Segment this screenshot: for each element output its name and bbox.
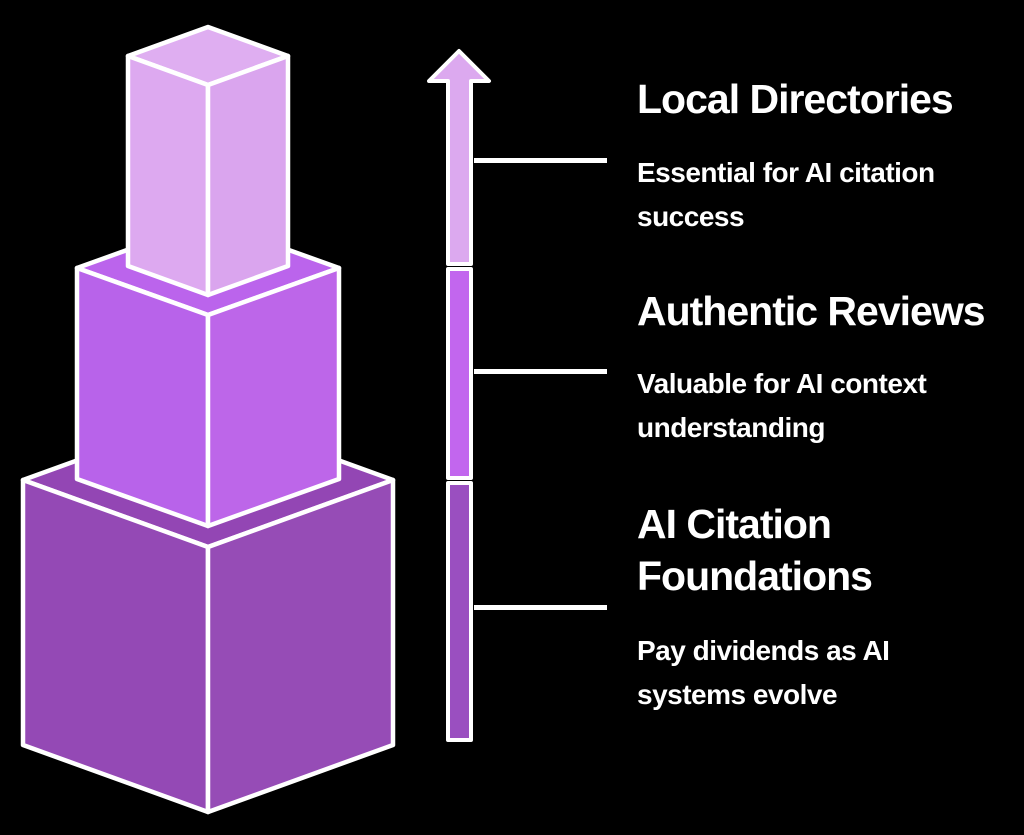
section-title-local-directories: Local Directories [637, 76, 954, 122]
tick-line-ai-citation-foundations [474, 605, 607, 610]
cube-top [125, 24, 291, 298]
tick-line-authentic-reviews [474, 369, 607, 374]
cube-top-right-face [205, 53, 291, 298]
cube-middle-left-face [74, 265, 211, 529]
tick-line-local-directories [474, 158, 607, 163]
cube-middle-right-face [205, 265, 342, 529]
arrow-middle-segment [446, 267, 473, 480]
cube-top-left-face [125, 53, 211, 298]
section-description-authentic-reviews: Valuable for AI context understanding [637, 368, 927, 443]
section-title-ai-citation-foundations: AI Citation Foundations [637, 501, 873, 599]
cube-bottom-right-face [205, 477, 396, 815]
growth-arrow [427, 49, 491, 742]
arrow-head-and-top-segment [427, 49, 491, 266]
section-title-authentic-reviews: Authentic Reviews [637, 288, 986, 334]
section-description-ai-citation-foundations: Pay dividends as AI systems evolve [637, 635, 890, 710]
arrow-bottom-segment [446, 481, 473, 742]
section-description-local-directories: Essential for AI citation success [637, 157, 935, 232]
